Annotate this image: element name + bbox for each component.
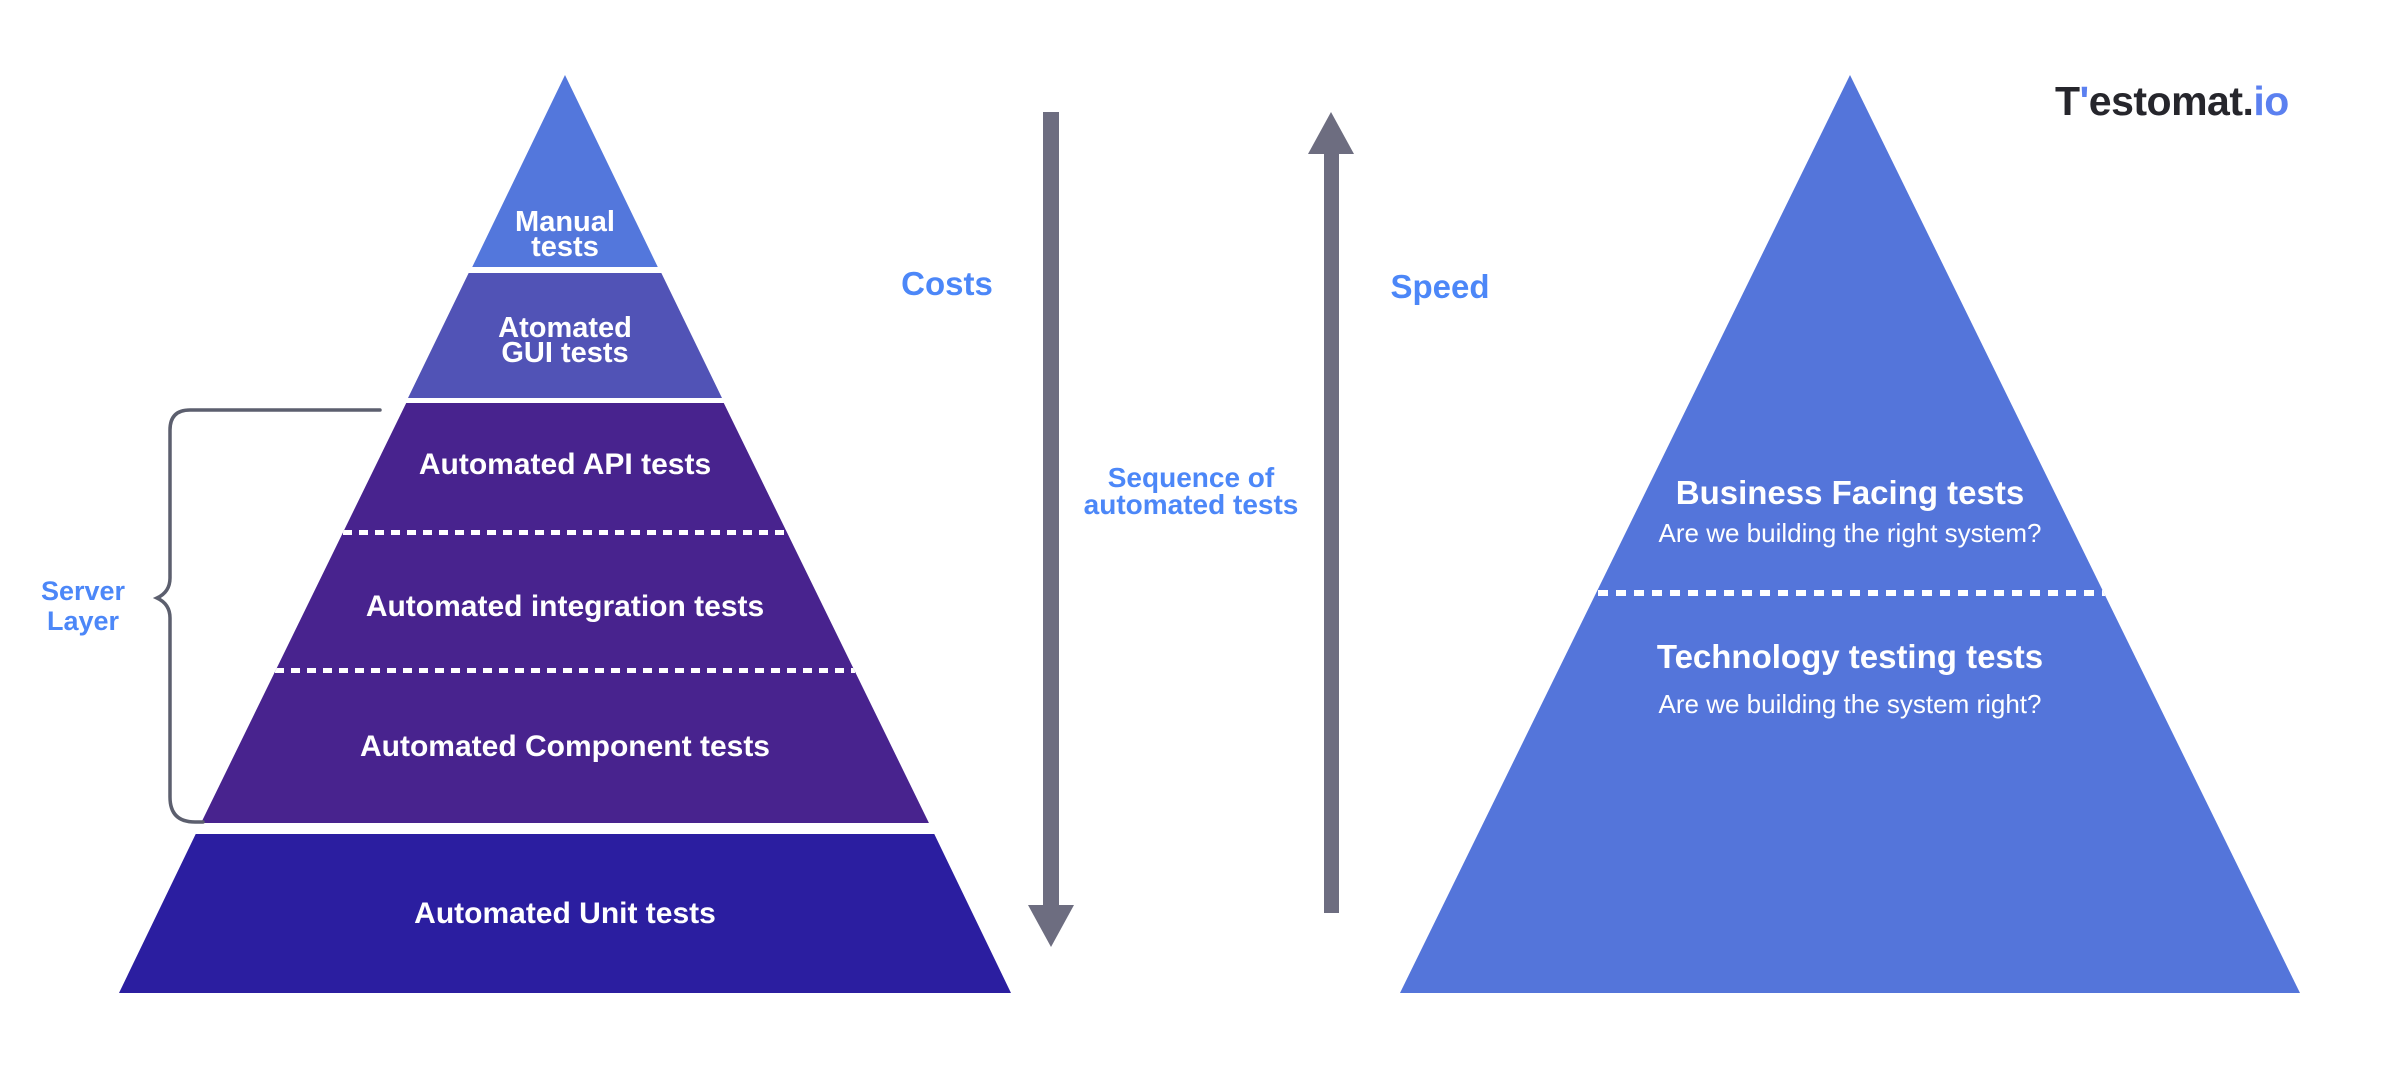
testomat-io-logo: T'estomat.io xyxy=(2055,78,2355,125)
technology-testing-tests-subtitle: Are we building the system right? xyxy=(1658,689,2042,719)
business-facing-tests-subtitle: Are we building the right system? xyxy=(1658,518,2042,548)
automated-integration-tests-label: Automated integration tests xyxy=(365,590,765,623)
logo-text-middle: estomat. xyxy=(2088,78,2254,124)
left-test-pyramid: Manual tests Atomated GUI tests Automate… xyxy=(119,75,1011,993)
dotted-divider xyxy=(343,530,787,535)
automated-component-tests-label: Automated Component tests xyxy=(359,730,770,763)
dotted-divider xyxy=(1598,590,2105,596)
server-layer-label-line2: Layer xyxy=(46,606,120,636)
technology-testing-tests-title: Technology testing tests xyxy=(1656,638,2044,675)
arrow-shaft xyxy=(1043,112,1059,907)
logo-text-t: T xyxy=(2055,78,2080,124)
manual-tests-label-line2: tests xyxy=(531,231,599,263)
logo-tick-icon: ' xyxy=(2079,78,2090,124)
dotted-divider xyxy=(275,668,855,673)
business-facing-tests-title: Business Facing tests xyxy=(1675,474,2025,511)
server-layer-brace-icon xyxy=(140,395,390,835)
right-test-pyramid: Business Facing tests Are we building th… xyxy=(1400,75,2300,993)
speed-label: Speed xyxy=(1390,268,1490,305)
gui-tests-label-line1: Atomated xyxy=(498,311,632,344)
layer-manual-tests: Manual tests xyxy=(472,75,658,267)
automated-api-tests-label: Automated API tests xyxy=(418,448,712,481)
sequence-label-line1: Sequence of xyxy=(1107,462,1275,493)
arrow-up-head-icon xyxy=(1308,112,1354,154)
server-layer-label: Server Layer xyxy=(8,576,158,636)
layer-automated-unit-tests: Automated Unit tests xyxy=(119,834,1011,993)
server-layer-label-line1: Server xyxy=(40,576,126,606)
sequence-label-line2: automated tests xyxy=(1083,489,1299,520)
arrow-shaft xyxy=(1324,152,1339,913)
arrow-down-head-icon xyxy=(1028,905,1074,947)
layer-automated-gui-tests: Atomated GUI tests xyxy=(408,273,722,398)
gui-tests-label-line2: GUI tests xyxy=(501,336,629,369)
costs-label: Costs xyxy=(901,265,993,302)
automated-unit-tests-label: Automated Unit tests xyxy=(414,896,716,930)
sequence-of-automated-tests-label: Sequence of automated tests xyxy=(1056,462,1326,520)
manual-tests-label-line1: Manual xyxy=(515,206,615,238)
logo-text-io: io xyxy=(2253,78,2289,124)
